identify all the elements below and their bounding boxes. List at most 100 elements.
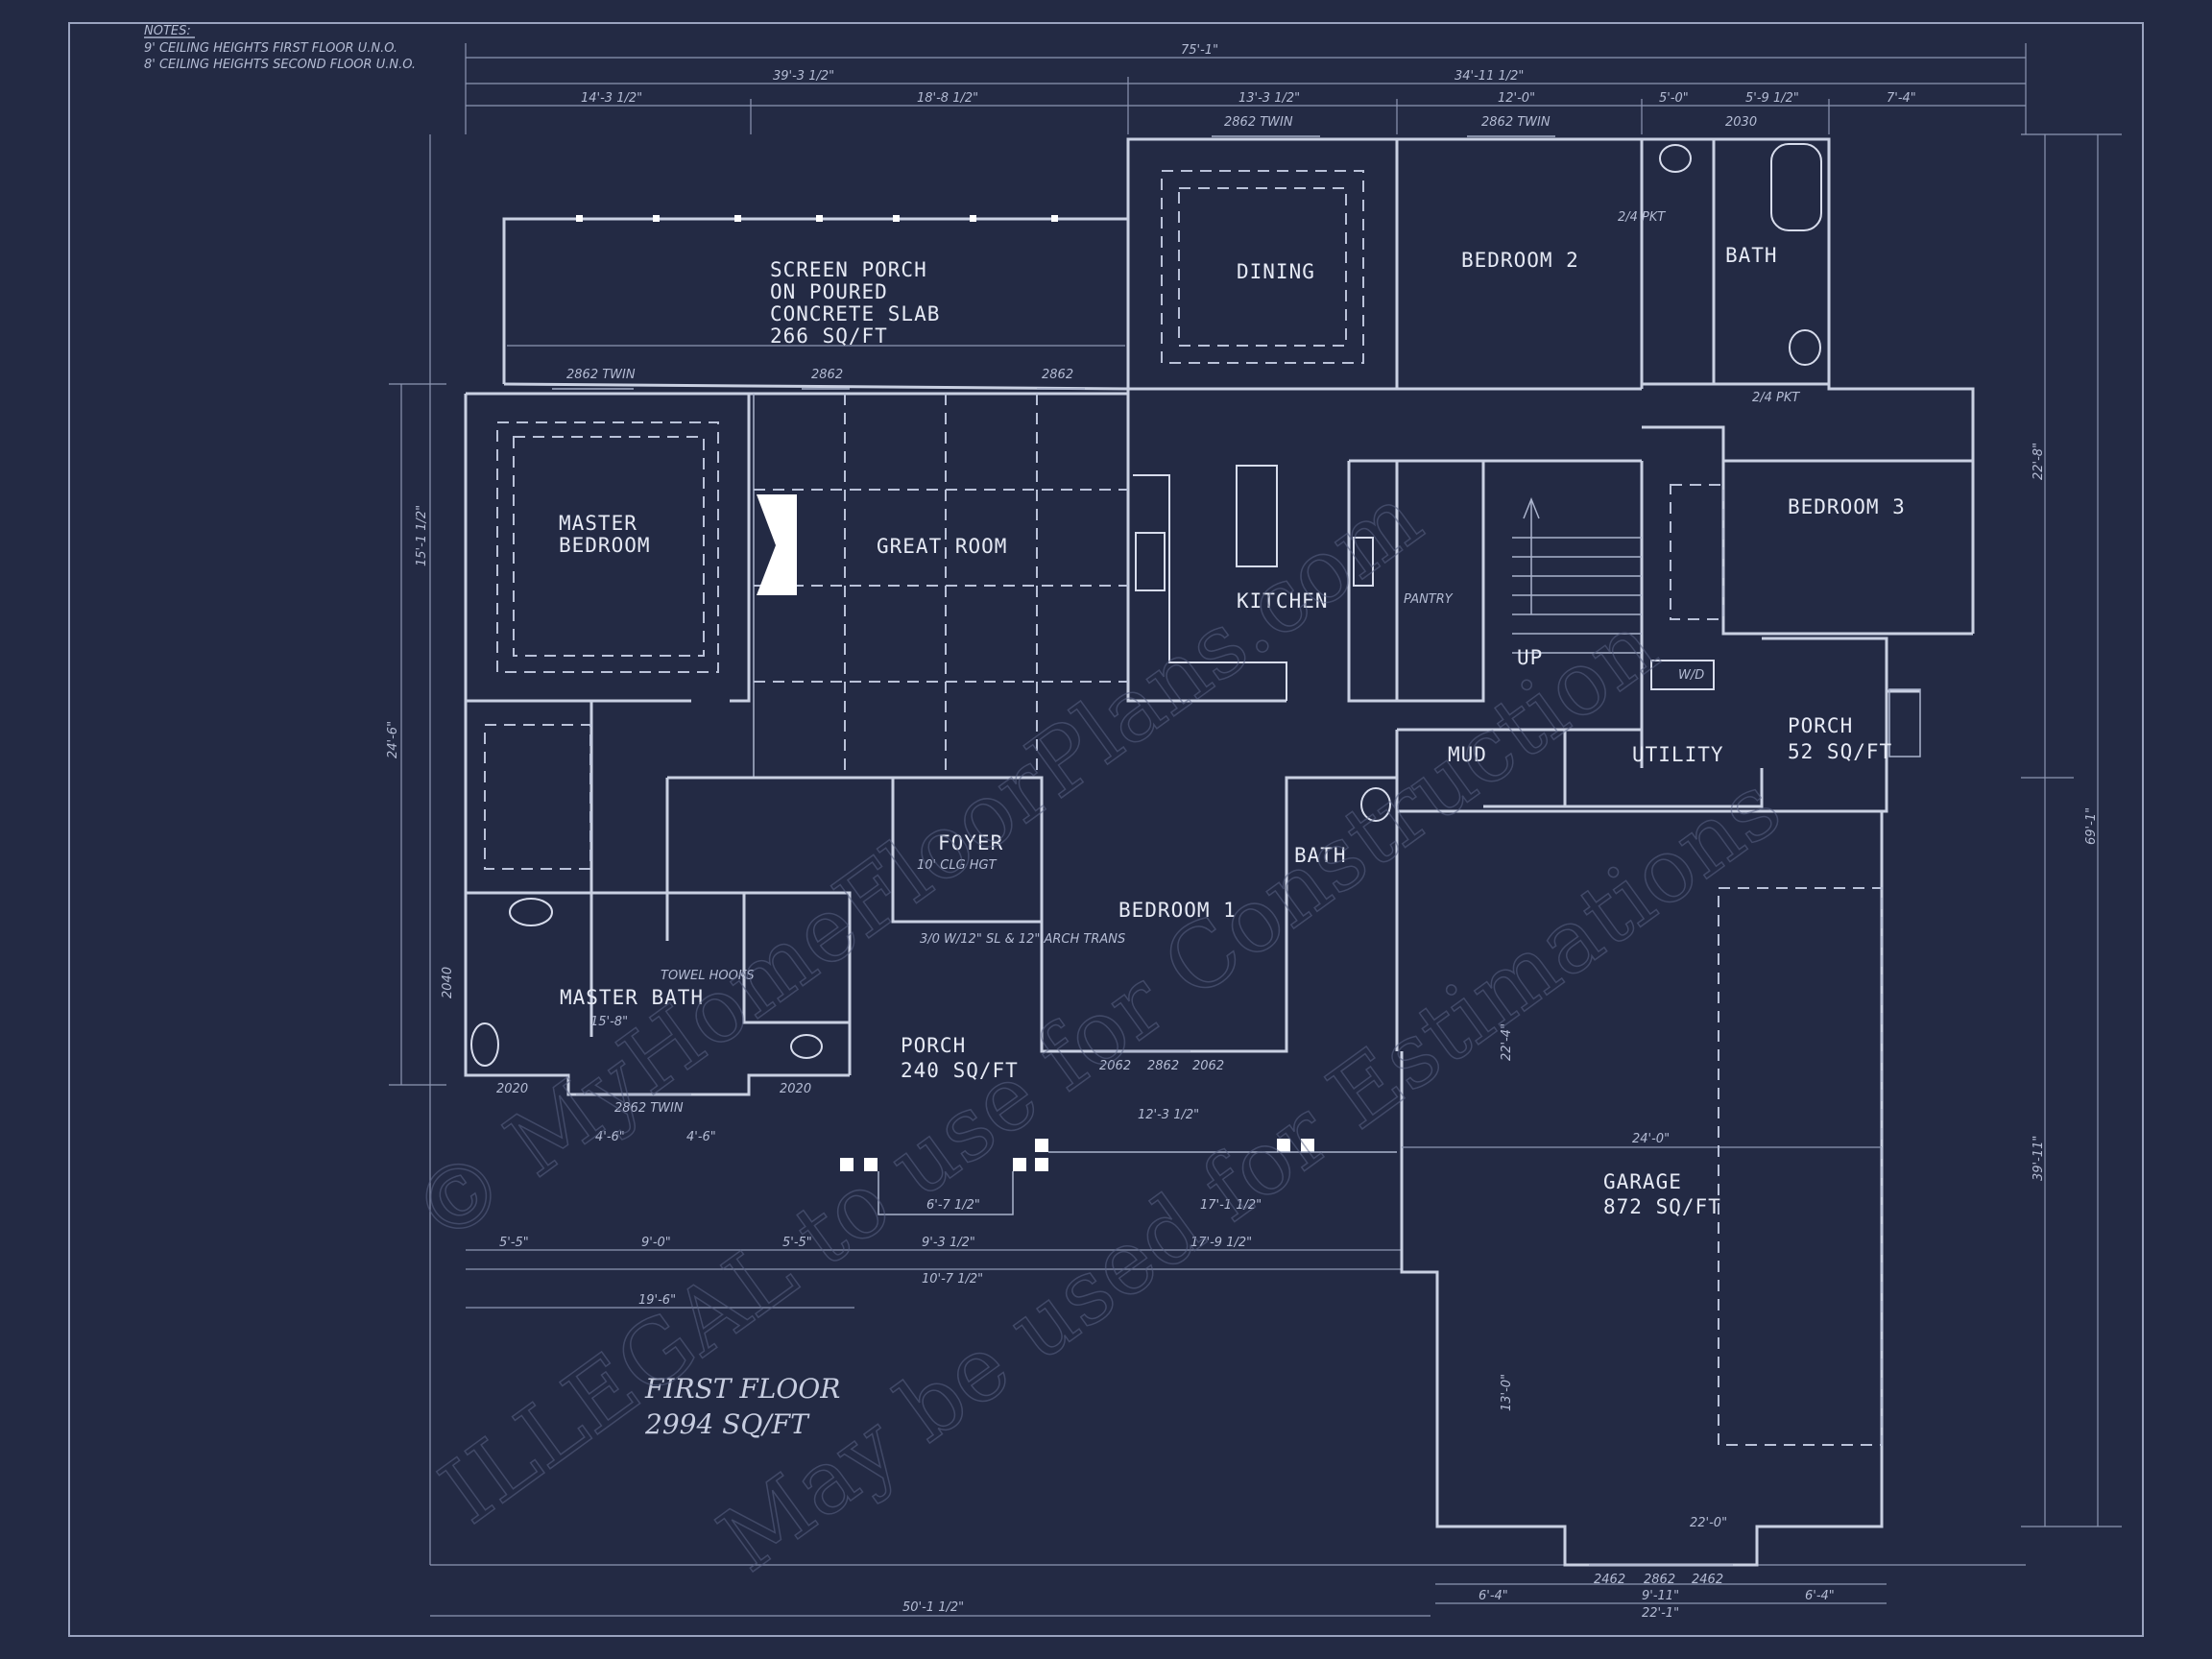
tag-2062-a: 2062 xyxy=(1099,1059,1131,1073)
dim-right-overall: 69'-1" xyxy=(2084,807,2099,845)
room-labels: SCREEN PORCH ON POURED CONCRETE SLAB 266… xyxy=(559,244,1906,1218)
sheet-border xyxy=(68,22,2144,1637)
tag-2862-b: 2862 xyxy=(1042,368,1073,382)
label-bath-upper: BATH xyxy=(1725,244,1778,267)
label-garage-1: GARAGE xyxy=(1603,1170,1682,1193)
label-bedroom-2: BEDROOM 2 xyxy=(1461,249,1579,272)
bath1-lavatory xyxy=(1360,787,1391,822)
dim-b-5-5b: 5'-5" xyxy=(782,1236,812,1250)
kitchen-island xyxy=(1236,465,1278,567)
label-up: UP xyxy=(1517,646,1543,669)
label-bedroom-1: BEDROOM 1 xyxy=(1118,899,1237,922)
dim-right-lower: 39'-11" xyxy=(2032,1136,2046,1181)
dim-b-12-3: 12'-3 1/2" xyxy=(1138,1108,1199,1122)
dim-mb-15-8: 15'-8" xyxy=(590,1015,628,1029)
bath2-tub xyxy=(1770,143,1822,231)
label-master-bath: MASTER BATH xyxy=(560,986,704,1009)
tag-2862twin-b: 2862 TWIN xyxy=(1224,115,1293,130)
towel-hooks: TOWEL HOOKS xyxy=(661,969,755,983)
label-master-bedroom-2: BEDROOM xyxy=(559,534,651,557)
label-great-room: GREAT ROOM xyxy=(877,535,1007,558)
tag-2862twin-c: 2862 TWIN xyxy=(1481,115,1551,130)
floor-area: 2994 SQ/FT xyxy=(644,1408,810,1440)
label-screen-porch-2: ON POURED xyxy=(770,280,888,303)
tag-2862twin-d: 2862 TWIN xyxy=(614,1101,684,1116)
foyer-ceiling: 10' CLG HGT xyxy=(917,858,998,873)
dim-g-mid: 9'-11" xyxy=(1642,1589,1679,1603)
tag-2862-c: 2862 xyxy=(1147,1059,1179,1073)
tag-24pkt-a: 2/4 PKT xyxy=(1618,210,1666,225)
floor-title: FIRST FLOOR xyxy=(644,1373,840,1405)
tag-2862twin-a: 2862 TWIN xyxy=(566,368,636,382)
tag-2040: 2040 xyxy=(441,967,455,998)
dim-mb-4-6b: 4'-6" xyxy=(686,1130,716,1144)
notes-line-2: 8' CEILING HEIGHTS SECOND FLOOR U.N.O. xyxy=(144,58,416,72)
dim-porch-w: 6'-7 1/2" xyxy=(926,1198,980,1213)
opening-tags: 2862 TWIN 2862 2862 2862 TWIN 2862 TWIN … xyxy=(441,115,1800,1587)
master-tub-toilet xyxy=(470,1022,499,1067)
bath2-sink xyxy=(1789,329,1821,366)
dim-b-17-1: 17'-1 1/2" xyxy=(1200,1198,1262,1213)
dim-t7: 7'-4" xyxy=(1887,91,1916,106)
fireplace xyxy=(757,494,797,595)
dim-garage-24-0: 24'-0" xyxy=(1632,1132,1670,1146)
windows xyxy=(552,135,1733,1566)
label-side-porch-2: 52 SQ/FT xyxy=(1788,740,1892,763)
washer-dryer xyxy=(1650,660,1715,690)
tag-2862-a: 2862 xyxy=(811,368,843,382)
front-porch-posts xyxy=(840,1139,1397,1215)
dim-top-left: 39'-3 1/2" xyxy=(773,69,834,84)
tag-24pkt-b: 2/4 PKT xyxy=(1752,391,1800,405)
tag-2462-b: 2462 xyxy=(1692,1573,1723,1587)
dim-t4: 12'-0" xyxy=(1498,91,1535,106)
dim-overall-top: 75'-1" xyxy=(1181,43,1218,58)
label-pantry: PANTRY xyxy=(1404,592,1454,607)
tag-2462-a: 2462 xyxy=(1594,1573,1625,1587)
tag-2030: 2030 xyxy=(1725,115,1757,130)
dim-garage-22-0: 22'-0" xyxy=(1690,1516,1727,1530)
label-foyer: FOYER xyxy=(938,831,1003,854)
top-dimensions: 75'-1" 39'-3 1/2" 34'-11 1/2" 14'-3 1/2"… xyxy=(465,43,2027,134)
dim-left-24-6: 24'-6" xyxy=(386,721,400,758)
label-master-bedroom-1: MASTER xyxy=(559,512,637,535)
dim-g-left: 6'-4" xyxy=(1479,1589,1508,1603)
dim-t6: 5'-9 1/2" xyxy=(1745,91,1799,106)
label-screen-porch-1: SCREEN PORCH xyxy=(770,258,927,281)
dim-top-right: 34'-11 1/2" xyxy=(1455,69,1524,84)
dim-b-17-9: 17'-9 1/2" xyxy=(1190,1236,1252,1250)
dim-porch-b2: 10'-7 1/2" xyxy=(922,1272,983,1286)
arch-note: 3/0 W/12" SL & 12" ARCH TRANS xyxy=(920,932,1125,947)
bath2-lavatory xyxy=(1659,144,1692,173)
dim-porch-b1: 9'-3 1/2" xyxy=(922,1236,975,1250)
label-front-porch-1: PORCH xyxy=(901,1034,966,1057)
label-utility: UTILITY xyxy=(1632,743,1724,766)
notes-line-1: 9' CEILING HEIGHTS FIRST FLOOR U.N.O. xyxy=(144,41,397,56)
dim-bottom-overall: 50'-1 1/2" xyxy=(902,1600,964,1615)
fixtures xyxy=(470,143,1822,1067)
label-garage-2: 872 SQ/FT xyxy=(1603,1195,1721,1218)
dim-b-19-6: 19'-6" xyxy=(638,1293,676,1308)
dim-b-5-5: 5'-5" xyxy=(499,1236,529,1250)
master-toilet xyxy=(790,1034,823,1059)
label-dining: DINING xyxy=(1237,260,1315,283)
dim-mb-4-6a: 4'-6" xyxy=(595,1130,625,1144)
watermark: © MyHomeFloorPlans.com ILLEGAL to use fo… xyxy=(393,466,1799,1593)
dim-g-w3: 22'-1" xyxy=(1642,1606,1679,1621)
label-side-porch-1: PORCH xyxy=(1788,714,1853,737)
label-screen-porch-3: CONCRETE SLAB xyxy=(770,302,940,325)
dim-g-22-4: 22'-4" xyxy=(1500,1023,1514,1061)
master-lavatory xyxy=(509,898,553,926)
stairs xyxy=(1512,496,1642,654)
left-dimensions: 24'-6" 15'-1 1/2" xyxy=(386,134,446,1565)
dim-b-9-0: 9'-0" xyxy=(641,1236,671,1250)
tag-2062-b: 2062 xyxy=(1192,1059,1224,1073)
label-bedroom-3: BEDROOM 3 xyxy=(1788,495,1906,518)
label-screen-porch-4: 266 SQ/FT xyxy=(770,325,888,348)
dim-g-right: 6'-4" xyxy=(1805,1589,1835,1603)
wd-label: W/D xyxy=(1678,668,1704,683)
tag-2020-b: 2020 xyxy=(780,1082,811,1096)
dim-t1: 14'-3 1/2" xyxy=(581,91,642,106)
cooktop xyxy=(1353,537,1374,587)
kitchen-sink xyxy=(1135,532,1166,591)
